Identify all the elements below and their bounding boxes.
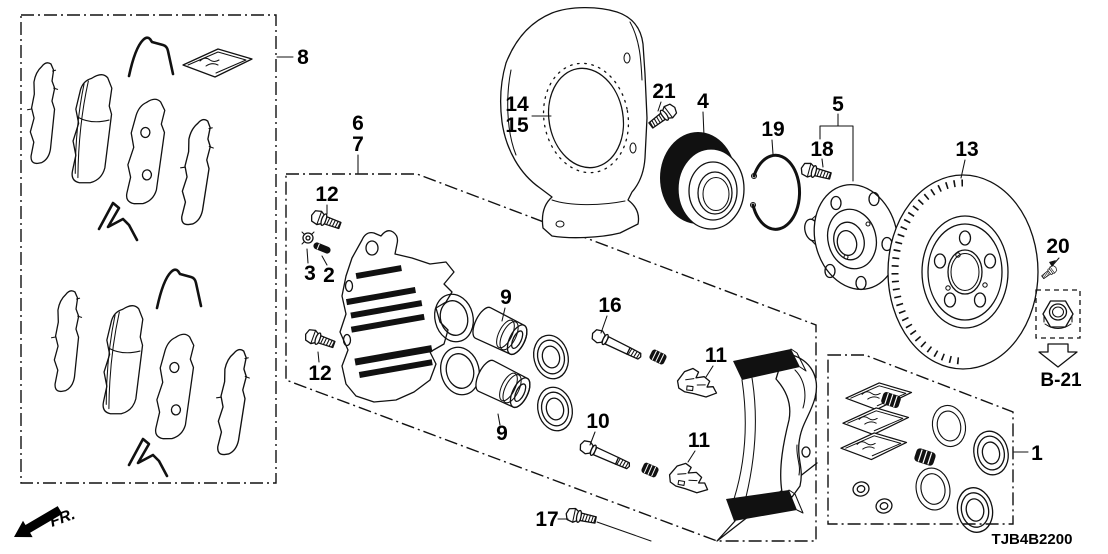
callout-piston-lower: 9 <box>496 422 508 445</box>
callout-pin: 2 <box>323 264 335 287</box>
wheel-bearing <box>660 132 745 230</box>
callout-hub-bolt: 18 <box>810 138 834 161</box>
fr-arrow-icon <box>14 506 63 538</box>
callout-guard-screw: 21 <box>652 80 676 103</box>
splash-guard <box>499 6 648 239</box>
callout-flange-bolt-lower: 12 <box>308 362 331 385</box>
cross-reference-label: B-21 <box>1040 370 1082 391</box>
snap-ring <box>749 153 802 231</box>
bleeder-screw <box>301 231 315 245</box>
brake-disc <box>887 174 1039 370</box>
callout-caliper-assy: 6 <box>352 112 364 135</box>
callout-bleeder-screw: 3 <box>304 262 316 285</box>
callout-slide-pin-upper: 16 <box>598 294 621 317</box>
callout-seal-kit: 1 <box>1031 442 1043 465</box>
leader-lines <box>276 56 1060 542</box>
caliper-bracket <box>716 348 818 542</box>
caliper-fins <box>345 265 433 378</box>
callout-retainer-lower: 11 <box>688 429 711 452</box>
callout-splash-guard-a: 14 <box>505 93 529 116</box>
callout-splash-guard-b: 15 <box>505 114 529 137</box>
callout-piston-upper: 9 <box>500 286 512 309</box>
callout-bracket-bolt: 17 <box>535 508 558 531</box>
callout-caliper-sub-assy: 7 <box>352 133 364 156</box>
hub-assembly <box>804 183 899 291</box>
callout-spindle-screw: 20 <box>1046 235 1069 258</box>
callout-flange-bolt-upper: 12 <box>315 183 338 206</box>
pad-set-box <box>20 14 277 484</box>
caliper-body <box>339 230 455 403</box>
callout-wheel-bearing: 4 <box>697 90 709 113</box>
callout-slide-pin-lower: 10 <box>586 410 609 433</box>
seal-kit-box <box>827 354 1014 537</box>
callout-snap-ring: 19 <box>761 118 784 141</box>
callout-brake-disc: 13 <box>955 138 978 161</box>
caliper-pin <box>313 242 331 254</box>
drawing-code: TJB4B2200 <box>992 531 1073 548</box>
callout-retainer-upper: 11 <box>705 344 728 367</box>
callout-hub-assy: 5 <box>832 93 844 116</box>
spindle-nut-reference <box>1035 289 1081 368</box>
callout-pad-set: 8 <box>297 46 309 69</box>
reference-arrow <box>1038 343 1078 368</box>
